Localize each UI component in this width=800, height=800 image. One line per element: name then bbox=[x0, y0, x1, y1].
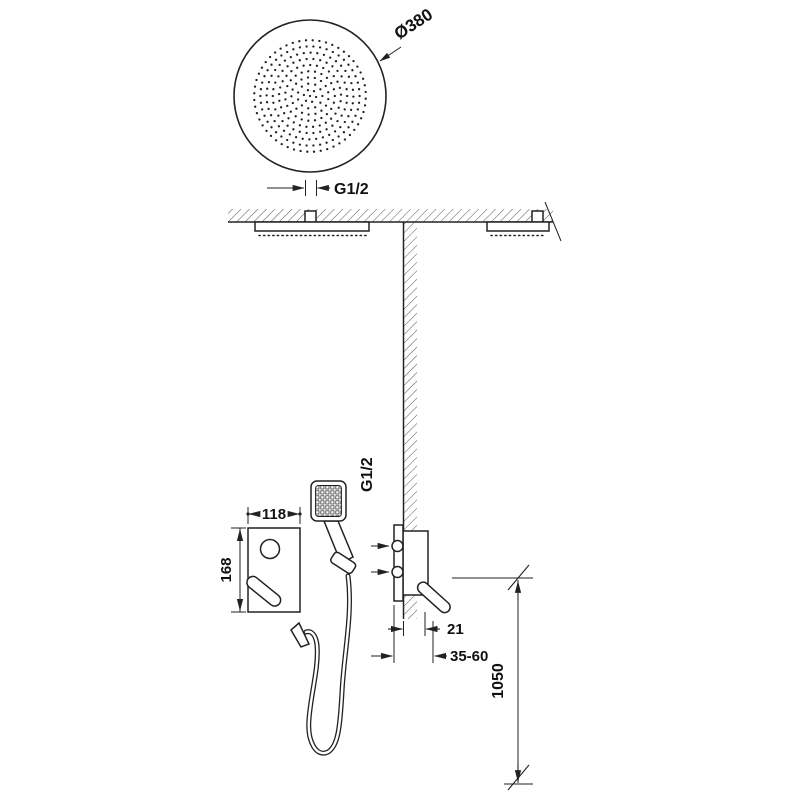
rain-head-side-view bbox=[254, 210, 370, 237]
spray-face bbox=[315, 485, 342, 517]
install-depth-label: 35-60 bbox=[450, 648, 488, 665]
break-line bbox=[544, 201, 562, 242]
head-thread-dimension: G1/2 bbox=[267, 180, 369, 198]
hose-drop-label: 1050 bbox=[490, 663, 507, 699]
mixer-trim-edge bbox=[393, 524, 404, 602]
hose-drop-dimension: 1050 bbox=[452, 564, 533, 791]
wall-offset-dimension: 21 bbox=[388, 612, 464, 638]
outlet-port-top bbox=[391, 539, 404, 553]
trim-width-dimension: 118 bbox=[246, 506, 302, 524]
shower-holder bbox=[330, 551, 357, 575]
trim-height-dimension: 168 bbox=[218, 527, 246, 613]
head-thread-label: G1/2 bbox=[334, 181, 369, 198]
head-diameter-label: Ø380 bbox=[391, 5, 436, 44]
hand-shower bbox=[290, 480, 357, 756]
valve-thread-label: G1/2 bbox=[359, 457, 376, 492]
diameter-callout: Ø380 bbox=[379, 5, 436, 62]
mixer-side-view: G1/2 bbox=[359, 457, 451, 614]
flex-hose bbox=[303, 573, 352, 756]
mixer-front-view bbox=[246, 527, 301, 613]
wall-offset-label: 21 bbox=[447, 621, 464, 638]
install-depth-dimension: 35-60 bbox=[371, 605, 488, 665]
trim-width-label: 118 bbox=[262, 506, 286, 523]
hose-end-fitting bbox=[290, 621, 311, 648]
rain-head-side-view-right bbox=[486, 210, 550, 237]
mixer-lever-side bbox=[416, 581, 451, 614]
spray-dots bbox=[253, 39, 367, 153]
mixer-lever-front bbox=[246, 575, 282, 607]
trim-height-label: 168 bbox=[218, 557, 235, 582]
rain-head-top-view bbox=[233, 19, 387, 173]
diverter-knob bbox=[259, 538, 281, 560]
outlet-port-bottom bbox=[391, 565, 404, 579]
